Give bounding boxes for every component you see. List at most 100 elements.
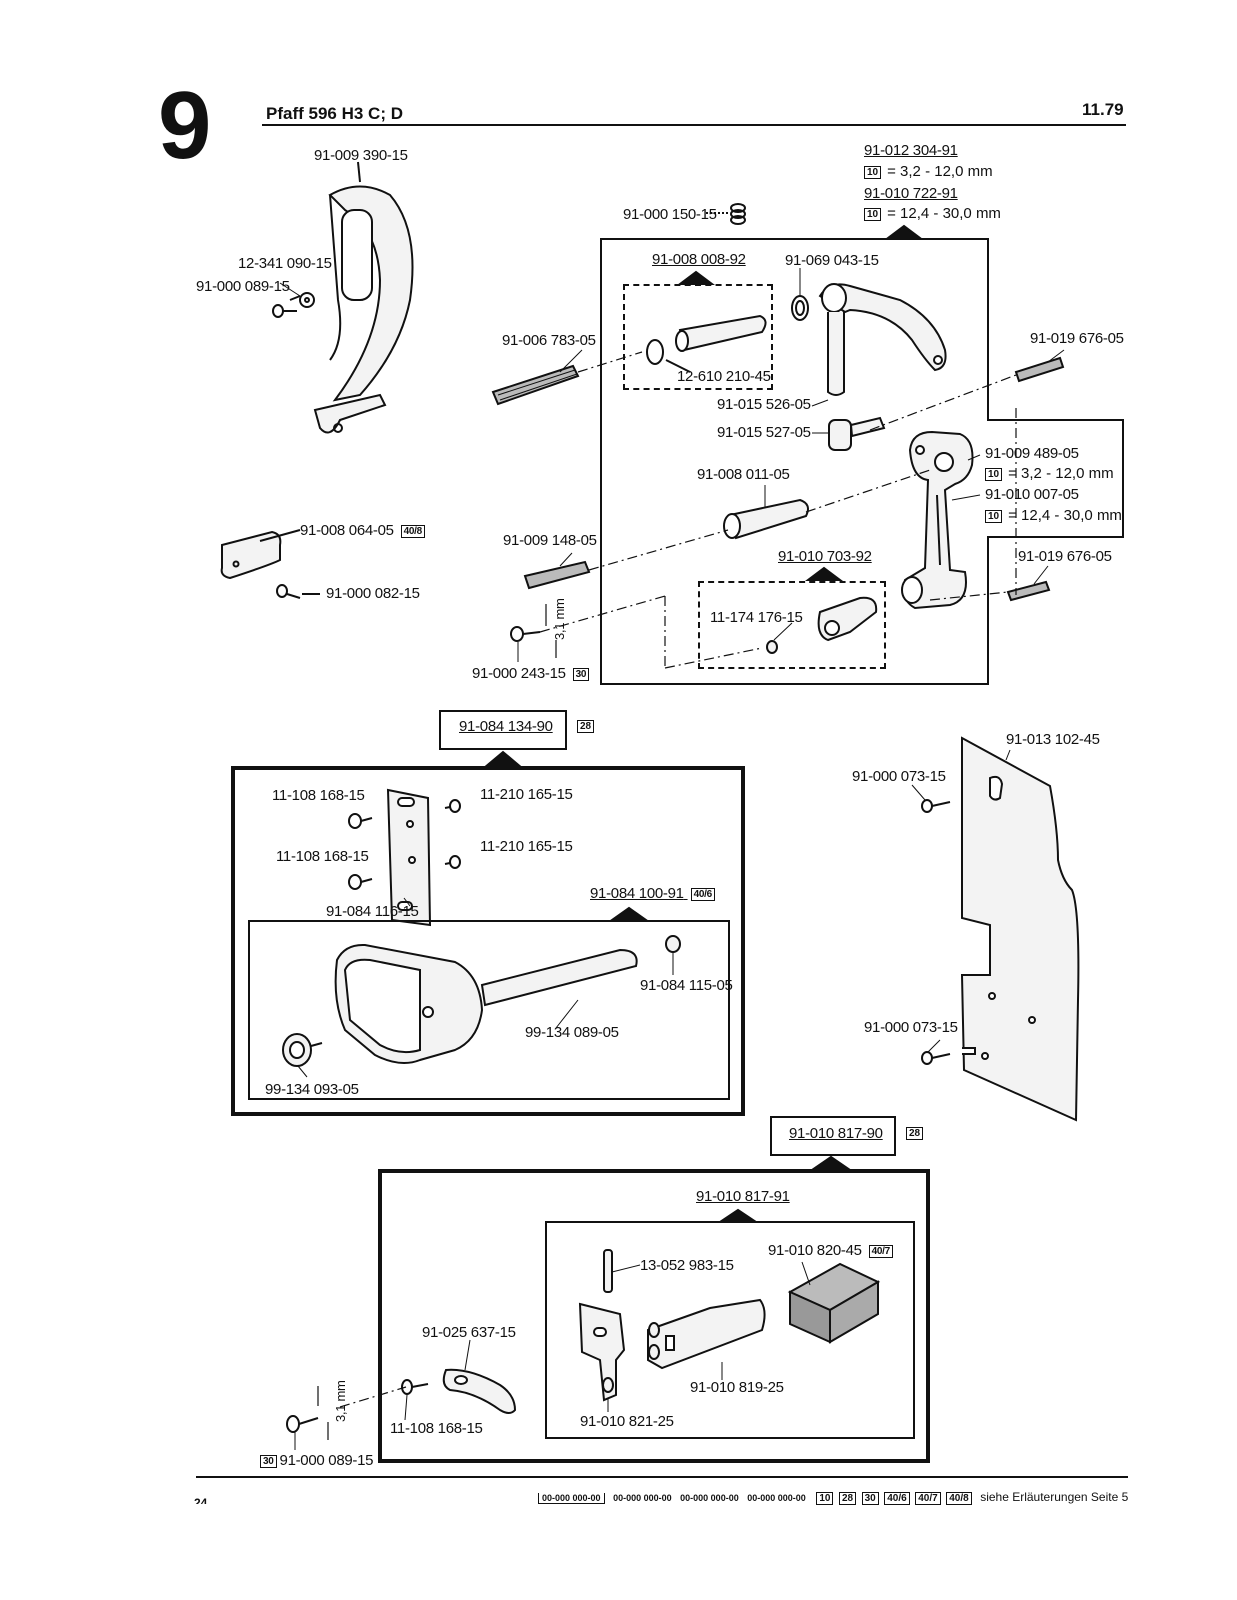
cover-plate-part <box>960 736 1080 1122</box>
part-label: 91-010 722-91 <box>864 185 958 202</box>
footer-legend: 00-000 000-00 00-000 000-00 00-000 000-0… <box>538 1490 1129 1506</box>
part-label: 11-210 165-15 <box>480 838 573 855</box>
part-label: 91-010 007-05 <box>985 486 1079 503</box>
part-label: 91-008 011-05 <box>697 466 790 483</box>
part-label: 91-019 676-05 <box>1030 330 1124 347</box>
legend-code-boxed: 00-000 000-00 <box>538 1493 605 1504</box>
part-label: 91-010 703-92 <box>778 548 872 565</box>
part-label: 12-610 210-45 <box>677 368 771 385</box>
part-label: 11-108 168-15 <box>276 848 369 865</box>
legend-tag: 40/6 <box>884 1492 910 1506</box>
spring-part <box>706 203 746 225</box>
pin-part <box>603 1249 613 1293</box>
subassembly-703-92-box <box>698 581 886 669</box>
part-label: 99-134 093-05 <box>265 1081 359 1098</box>
part-label: 91-000 082-15 <box>326 585 420 602</box>
footer-rule <box>196 1476 1128 1478</box>
clamp-block-part <box>766 596 878 654</box>
part-label: 91-000 073-15 <box>864 1019 958 1036</box>
long-lever-part <box>901 430 974 610</box>
size-spec: 10= 3,2 - 12,0 mm <box>864 164 993 180</box>
legend-tag: 30 <box>861 1492 879 1506</box>
part-label: 11-210 165-15 <box>480 786 573 803</box>
part-label: 91-084 115-05 <box>640 977 733 994</box>
hollow-shaft-part <box>723 498 809 540</box>
legend-note: siehe Erläuterungen Seite 5 <box>980 1490 1129 1504</box>
reference-tag: 10 <box>985 467 1003 481</box>
part-label: 91-010 819-25 <box>690 1379 784 1396</box>
reference-tag: 10 <box>985 509 1003 523</box>
legend-code: 00-000 000-00 <box>613 1493 672 1503</box>
part-label: 91-015 526-05 <box>717 396 811 413</box>
part-label: 91-000 073-15 <box>852 768 946 785</box>
screw-washer-group <box>272 292 315 318</box>
part-label: 99-134 089-05 <box>525 1024 619 1041</box>
bracket-plate-part <box>386 788 432 927</box>
reference-tag: 28 <box>577 720 595 733</box>
legend-code: 00-000 000-00 <box>747 1493 806 1503</box>
reference-tag: 10 <box>864 165 882 179</box>
assembly-817-91-box <box>545 1221 915 1439</box>
subassembly-008-092-box <box>623 284 773 390</box>
page-number: 9 <box>158 72 212 179</box>
part-label: 11-174 176-15 <box>710 609 803 626</box>
size-spec: 10= 12,4 - 30,0 mm <box>864 206 1001 222</box>
curved-guard-part <box>313 161 414 434</box>
part-label: 91-084 116-15 <box>326 903 419 920</box>
small-plate-part <box>220 529 320 599</box>
part-label: 91-006 783-05 <box>502 332 596 349</box>
part-label: 12-341 090-15 <box>238 255 332 272</box>
part-label: 13-052 983-15 <box>640 1257 734 1274</box>
assembly-100-91-box <box>248 920 730 1100</box>
assembly-label: 91-010 817-90 <box>789 1125 883 1142</box>
assembly-817-90-box <box>378 1169 930 1463</box>
assembly-134-90-box <box>231 766 745 1116</box>
reference-tag: 30 <box>572 667 590 681</box>
part-label: 11-108 168-15 <box>390 1420 483 1437</box>
part-label: 91-025 637-15 <box>422 1324 516 1341</box>
part-label: 91-008 064-05 40/8 <box>300 523 431 539</box>
part-label: 91-010 821-25 <box>580 1413 674 1430</box>
legend-tag: 28 <box>838 1492 857 1506</box>
footer-page-number: 24 <box>194 1496 208 1504</box>
part-label: 91-084 100-91 40/6 <box>590 886 721 902</box>
knob-part <box>282 1033 323 1067</box>
bracket-angle-part <box>578 1302 626 1402</box>
part-label: 91-000 243-15 30 <box>472 666 595 682</box>
part-label: 91-069 043-15 <box>785 252 879 269</box>
part-label: 11-108 168-15 <box>272 787 365 804</box>
part-label: 91-019 676-05 <box>1018 548 1112 565</box>
page-date: 11.79 <box>1082 100 1124 119</box>
part-label: 91-015 527-05 <box>717 424 811 441</box>
part-label: 91-008 008-92 <box>652 251 746 268</box>
part-label: 91-000 089-15 <box>196 278 290 295</box>
part-label: 91-012 304-91 <box>864 142 958 159</box>
legend-tag: 40/7 <box>915 1492 941 1506</box>
small-screws-group <box>348 799 461 890</box>
header-rule <box>262 124 1126 126</box>
reference-tag: 28 <box>906 1127 924 1140</box>
dimension-label: 3,1 mm <box>333 1380 348 1422</box>
label-box-134-90 <box>439 710 567 750</box>
felt-block-part <box>787 1262 881 1344</box>
thread-guide-housing <box>334 935 681 1065</box>
legend-tag: 40/8 <box>946 1492 972 1506</box>
reference-tag: 10 <box>864 207 882 221</box>
pin-shaft-part <box>675 314 767 352</box>
part-label: 91-009 489-05 <box>985 445 1079 462</box>
size-spec: 10= 3,2 - 12,0 mm <box>985 466 1114 482</box>
screw-243 <box>510 626 541 642</box>
curved-spring-part <box>442 1368 517 1414</box>
legend-tag: 10 <box>816 1492 834 1506</box>
page-title: Pfaff 596 H3 C; D <box>266 104 403 123</box>
part-label: 91-009 148-05 <box>503 532 597 549</box>
assembly-label: 91-084 134-90 <box>459 718 553 735</box>
reference-tag: 40/7 <box>868 1244 893 1258</box>
label-box-817-90 <box>770 1116 896 1156</box>
part-label: 91-013 102-45 <box>1006 731 1100 748</box>
reference-tag: 40/8 <box>400 524 425 538</box>
size-spec: 10= 12,4 - 30,0 mm <box>985 508 1122 524</box>
part-label: 91-009 390-15 <box>314 147 408 164</box>
